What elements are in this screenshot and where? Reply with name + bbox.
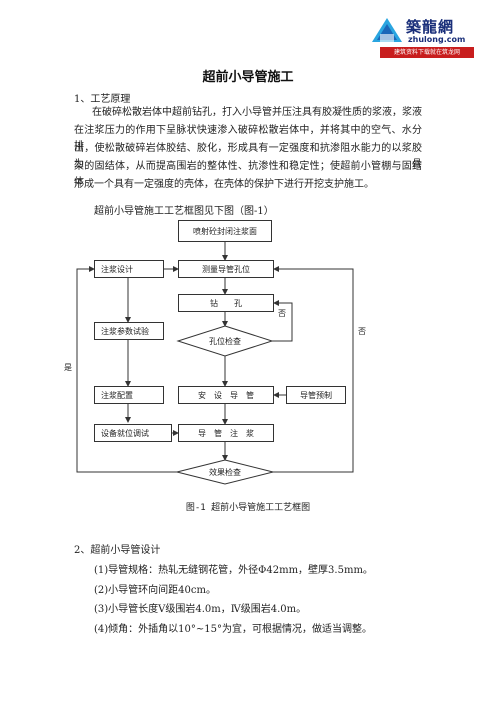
logo-slogan: 建筑资料下载就在筑龙网 <box>380 47 474 58</box>
label-no-inner: 否 <box>278 309 286 318</box>
node-check-hole: 孔位检查 <box>209 336 241 346</box>
section1-line-5: 形成一个具有一定强度的壳体，在壳体的保护下进行开挖支护施工。 <box>74 179 374 190</box>
node-drill: 钻 孔 <box>178 294 274 312</box>
logo-brand-text: 築龍網 <box>406 18 455 36</box>
flowchart-connectors <box>76 242 354 485</box>
node-install: 安 设 导 管 <box>178 386 274 404</box>
logo-url-text: zhulong.com <box>408 35 466 44</box>
logo-mark-icon <box>372 18 402 42</box>
label-yes: 是 <box>64 363 72 372</box>
zhulong-logo[interactable]: 築龍網 zhulong.com 建筑资料下载就在筑龙网 <box>370 16 474 60</box>
node-measure: 测量导管孔位 <box>178 260 274 278</box>
chart-intro: 超前小导管施工工艺框图见下图（图-1） <box>94 206 274 217</box>
node-spray: 喷射砼封闭注浆面 <box>178 220 272 242</box>
section2-item-2: (2)小导管环向间距40cm。 <box>94 585 216 596</box>
section1-line-3: 出，使松散破碎岩体胶结、胶化，形成具有一定强度和抗渗阻水能力的以浆胶为骨 <box>74 143 422 170</box>
node-design: 注浆设计 <box>94 260 164 278</box>
node-grout: 导 管 注 浆 <box>178 424 274 442</box>
figure-caption: 图-1 超前小导管施工工艺框图 <box>185 503 311 513</box>
process-flowchart: 喷射砼封闭注浆面 注浆设计 测量导管孔位 钻 孔 注浆参数试验 孔位检查 注浆配… <box>60 216 370 506</box>
section1-line-1: 在破碎松散岩体中超前钻孔，打入小导管并压注具有胶凝性质的浆液，浆液 <box>92 107 422 118</box>
section1-heading: 1、工艺原理 <box>74 94 131 105</box>
page-title: 超前小导管施工 <box>202 70 294 85</box>
node-mix: 注浆配置 <box>94 386 164 404</box>
node-effect: 效果检查 <box>209 467 241 477</box>
node-params: 注浆参数试验 <box>94 322 164 340</box>
decision-effect-shape <box>176 459 274 485</box>
decision-check-hole-shape <box>176 325 274 357</box>
section2-item-3: (3)小导管长度Ⅴ级围岩4.0m，Ⅳ级围岩4.0m。 <box>94 604 307 615</box>
section1-line-2: 在注浆压力的作用下呈脉状快速渗入破碎松散岩体中，并将其中的空气、水分排 <box>74 125 422 152</box>
node-prefab: 导管预制 <box>286 386 346 404</box>
section1-line-4: 架的固结体，从而提高围岩的整体性、抗渗性和稳定性；使超前小管棚与固结体 <box>74 161 422 188</box>
section2-item-1: (1)导管规格：热轧无缝钢花管，外径Φ42mm，壁厚3.5mm。 <box>94 565 373 576</box>
label-no-outer: 否 <box>358 327 366 336</box>
node-equip: 设备就位调试 <box>94 424 172 442</box>
section2-item-4: (4)倾角：外插角以10°~15°为宜，可根据情况，做适当调整。 <box>94 624 372 635</box>
section2-heading: 2、超前小导管设计 <box>74 545 161 556</box>
